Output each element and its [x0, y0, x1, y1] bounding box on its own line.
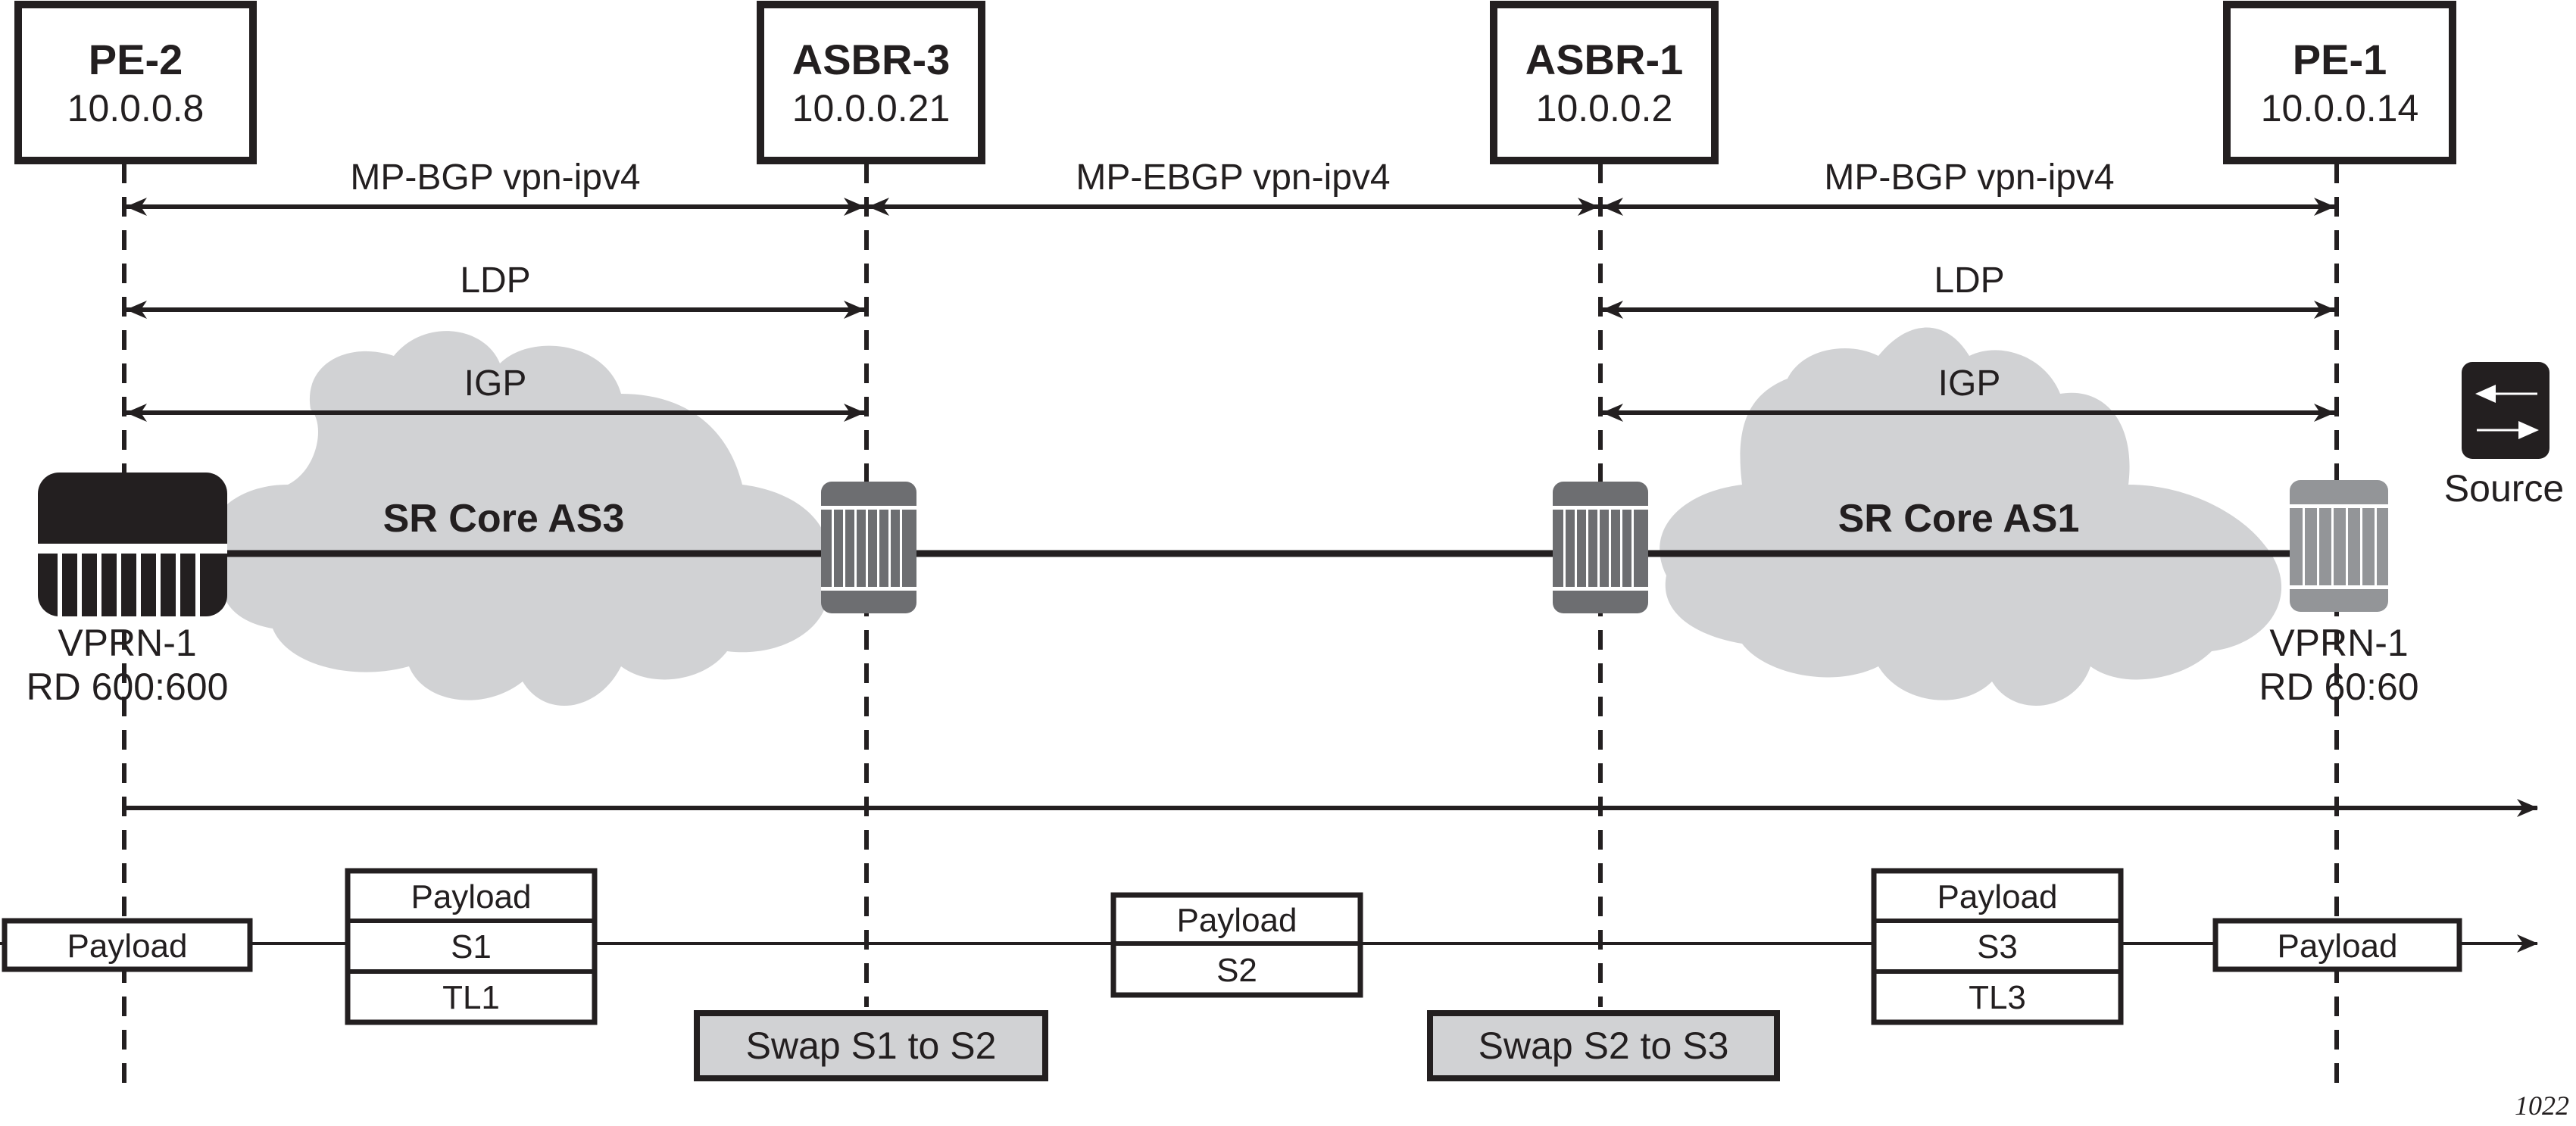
- node-name-pe2: PE-2: [89, 36, 183, 83]
- node-ip-asbr3: 10.0.0.21: [792, 87, 951, 129]
- stack1-row-2: TL1: [442, 979, 500, 1016]
- node-name-asbr1: ASBR-1: [1525, 36, 1683, 83]
- source-legend: Source: [2444, 362, 2564, 510]
- packet-pe1: Payload: [2212, 918, 2462, 972]
- vprn-right-name: VPRN-1: [2269, 622, 2408, 664]
- stack3-row-2: TL3: [1969, 979, 2026, 1016]
- router-asbr1-icon: [1553, 482, 1648, 613]
- cloud-left: [211, 331, 829, 706]
- label-right-bgp: MP-BGP vpn-ipv4: [1824, 158, 2114, 198]
- packet-stack3: Payload S3 TL3: [1871, 868, 2124, 1025]
- node-box-pe2: PE-2 10.0.0.8: [14, 1, 257, 164]
- node-ip-pe2: 10.0.0.8: [67, 87, 205, 129]
- router-asbr3-icon: [821, 482, 916, 613]
- source-label: Source: [2444, 467, 2564, 510]
- packet-pe2-payload: Payload: [67, 928, 187, 965]
- cloud-label-left: SR Core AS3: [383, 497, 625, 541]
- swap-label-asbr3: Swap S1 to S2: [746, 1025, 997, 1067]
- node-box-asbr3: ASBR-3 10.0.0.21: [757, 1, 985, 164]
- label-left-igp: IGP: [464, 363, 527, 404]
- figure-id: 1022: [2515, 1090, 2569, 1121]
- label-right-ldp: LDP: [1934, 260, 2004, 301]
- label-left-ldp: LDP: [460, 260, 530, 301]
- cloud-right: [1660, 327, 2282, 706]
- vprn-left-rd: RD 600:600: [27, 666, 229, 708]
- label-middle-ebgp: MP-EBGP vpn-ipv4: [1076, 158, 1390, 198]
- node-ip-pe1: 10.0.0.14: [2261, 87, 2419, 129]
- node-name-pe1: PE-1: [2293, 36, 2387, 83]
- source-icon: [2462, 362, 2549, 459]
- cloud-label-right: SR Core AS1: [1838, 497, 2080, 541]
- packet-pe1-payload: Payload: [2277, 928, 2397, 965]
- vprn-left-name: VPRN-1: [58, 622, 196, 664]
- router-pe1-icon: [2290, 480, 2388, 612]
- node-ip-asbr1: 10.0.0.2: [1536, 87, 1673, 129]
- label-left-bgp: MP-BGP vpn-ipv4: [350, 158, 640, 198]
- swap-box-asbr1: Swap S2 to S3: [1427, 1010, 1780, 1081]
- packet-stack2: Payload S2: [1110, 892, 1363, 998]
- node-box-asbr1: ASBR-1 10.0.0.2: [1490, 1, 1719, 164]
- stack2-row-0: Payload: [1176, 902, 1297, 939]
- node-box-pe1: PE-1 10.0.0.14: [2223, 1, 2456, 164]
- swap-label-asbr1: Swap S2 to S3: [1478, 1025, 1729, 1067]
- vprn-right-rd: RD 60:60: [2259, 666, 2418, 708]
- swap-box-asbr3: Swap S1 to S2: [694, 1010, 1048, 1081]
- router-pe2-icon: [38, 473, 227, 616]
- label-right-igp: IGP: [1938, 363, 2001, 404]
- packet-stack1: Payload S1 TL1: [345, 868, 598, 1025]
- stack1-row-1: S1: [451, 928, 492, 965]
- stack2-row-1: S2: [1216, 952, 1257, 989]
- packet-pe2: Payload: [2, 918, 253, 972]
- node-name-asbr3: ASBR-3: [792, 36, 950, 83]
- stack3-row-0: Payload: [1937, 878, 2057, 915]
- stack3-row-1: S3: [1977, 928, 2018, 965]
- stack1-row-0: Payload: [411, 878, 531, 915]
